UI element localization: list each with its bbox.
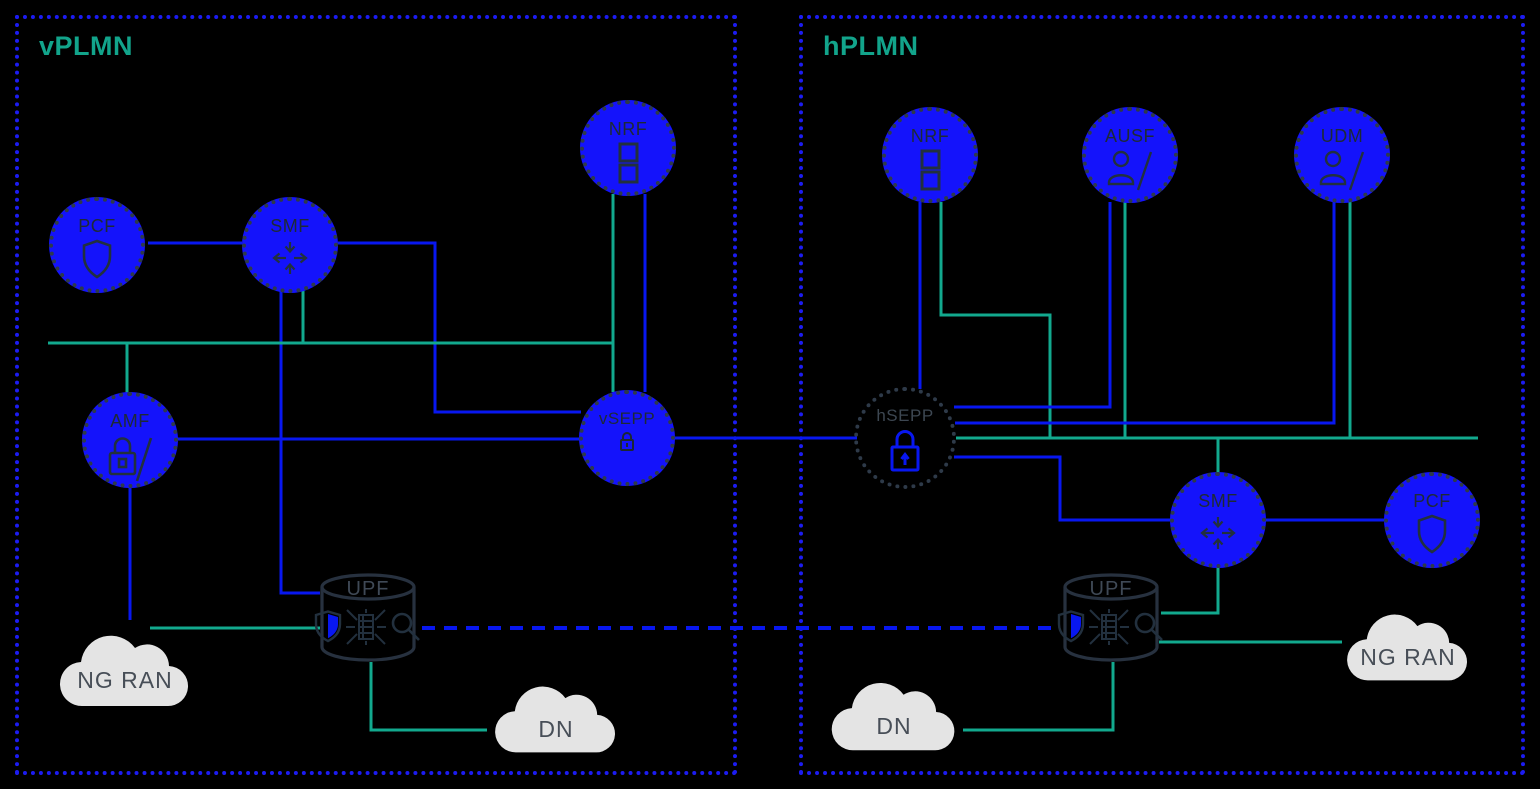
zone-label-hplmn: hPLMN — [823, 31, 919, 61]
edge-hnrf-bus — [939, 202, 1052, 437]
node-h-udm: UDM — [1294, 107, 1390, 203]
zone-hplmn: hPLMN — [799, 15, 1525, 775]
cloud-shape — [59, 635, 189, 707]
node-label-h-nrf: NRF — [910, 126, 950, 146]
node-h-dn: DN — [823, 666, 965, 756]
magnifier-icon — [1132, 610, 1166, 644]
shield-icon — [79, 238, 115, 280]
node-v-ngran: NG RAN — [55, 618, 195, 712]
node-v-sepp: vSEPP — [579, 390, 675, 486]
lock-small-icon — [618, 430, 636, 454]
person-slash-icon — [1317, 148, 1367, 194]
node-label-v-dn: DN — [538, 716, 574, 742]
node-label-v-amf: AMF — [110, 411, 150, 431]
node-v-smf: SMF — [242, 197, 338, 293]
edge-udm-hsepp — [955, 202, 1336, 425]
person-slash-icon — [1105, 148, 1155, 194]
node-label-h-udm: UDM — [1320, 126, 1364, 146]
zone-label-vplmn: vPLMN — [39, 31, 134, 61]
move-arrows-icon — [270, 238, 310, 278]
cylinder-shape — [320, 573, 416, 662]
cylinder-icons — [314, 606, 420, 647]
node-h-nrf: NRF — [882, 107, 978, 203]
node-h-ngran: NG RAN — [1338, 598, 1478, 686]
edge-vsmf-vupf — [279, 290, 320, 595]
node-label-h-upf: UPF — [1089, 578, 1133, 600]
edge-hsmf-hupf — [1161, 566, 1220, 615]
node-label-v-pcf: PCF — [78, 216, 116, 236]
node-h-upf: UPF — [1057, 572, 1163, 664]
node-h-smf: SMF — [1170, 472, 1266, 568]
node-v-nrf: NRF — [580, 100, 676, 196]
edge-vsmf-vsepp — [338, 241, 581, 414]
node-v-upf: UPF — [314, 572, 420, 664]
cloud-shape — [1347, 614, 1468, 681]
cloud-shape — [495, 686, 616, 753]
move-arrows-icon — [1198, 513, 1238, 553]
cloud-shape — [831, 682, 955, 751]
node-v-amf: AMF — [82, 392, 178, 488]
edge-ausf-hsepp — [954, 202, 1112, 409]
node-label-h-dn: DN — [876, 713, 912, 739]
node-label-v-ngran: NG RAN — [77, 667, 173, 693]
node-h-pcf: PCF — [1384, 472, 1480, 568]
shield-half-icon — [313, 609, 343, 645]
firewall-icon — [343, 607, 389, 647]
firewall-icon — [1086, 607, 1132, 647]
lock-blue-icon — [884, 427, 926, 475]
edge-vupf-dn — [369, 662, 487, 732]
node-label-h-sepp: hSEPP — [876, 406, 934, 425]
magnifier-icon — [389, 610, 423, 644]
node-label-h-ngran: NG RAN — [1360, 644, 1456, 670]
lock-slash-icon — [104, 433, 156, 485]
zone-vplmn: vPLMN — [15, 15, 737, 775]
registry-icon — [916, 148, 945, 192]
registry-icon — [614, 141, 643, 185]
node-label-v-sepp: vSEPP — [598, 409, 656, 428]
shield-icon — [1414, 513, 1450, 555]
cylinder-shape — [1063, 573, 1159, 662]
node-label-v-nrf: NRF — [608, 119, 648, 139]
node-label-h-ausf: AUSF — [1104, 126, 1155, 146]
node-v-pcf: PCF — [49, 197, 145, 293]
node-label-v-smf: SMF — [270, 216, 310, 236]
cylinder-icons — [1057, 606, 1163, 647]
edge-hupf-dn — [963, 662, 1115, 732]
node-label-h-smf: SMF — [1198, 491, 1238, 511]
edge-hsepp-hsmf — [954, 455, 1172, 522]
node-h-sepp: hSEPP — [854, 387, 956, 489]
node-h-ausf: AUSF — [1082, 107, 1178, 203]
node-label-h-pcf: PCF — [1413, 491, 1451, 511]
shield-half-icon — [1056, 609, 1086, 645]
node-v-dn: DN — [486, 670, 626, 758]
node-label-v-upf: UPF — [346, 578, 390, 600]
